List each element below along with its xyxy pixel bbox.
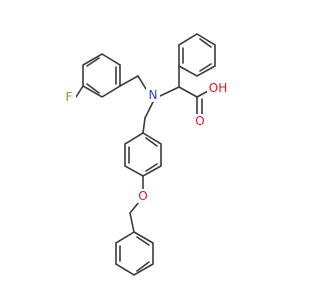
- phenyl-ring-bottom: [115, 231, 154, 276]
- alpha-carbon-bonds: [159, 65, 198, 98]
- structure-diagram: F N O O OH: [62, 33, 229, 276]
- fluorine-label: F: [66, 90, 73, 104]
- fluorophenyl-ring: [75, 53, 121, 98]
- ether-oxygen-label: O: [138, 189, 147, 203]
- molecule-canvas: F N O O OH: [62, 33, 229, 276]
- n-methylene-bonds: [119, 75, 154, 134]
- carboxylic-acid-bonds: [196, 90, 209, 115]
- carbonyl-oxygen-label: O: [195, 114, 204, 128]
- ether-bonds: [129, 175, 144, 233]
- benzyloxyphenyl-ring: [124, 132, 162, 177]
- phenyl-ring-top: [178, 33, 216, 77]
- hydroxyl-label: OH: [209, 81, 227, 95]
- nitrogen-label: N: [149, 88, 158, 102]
- atom-labels: F N O O OH: [62, 81, 229, 203]
